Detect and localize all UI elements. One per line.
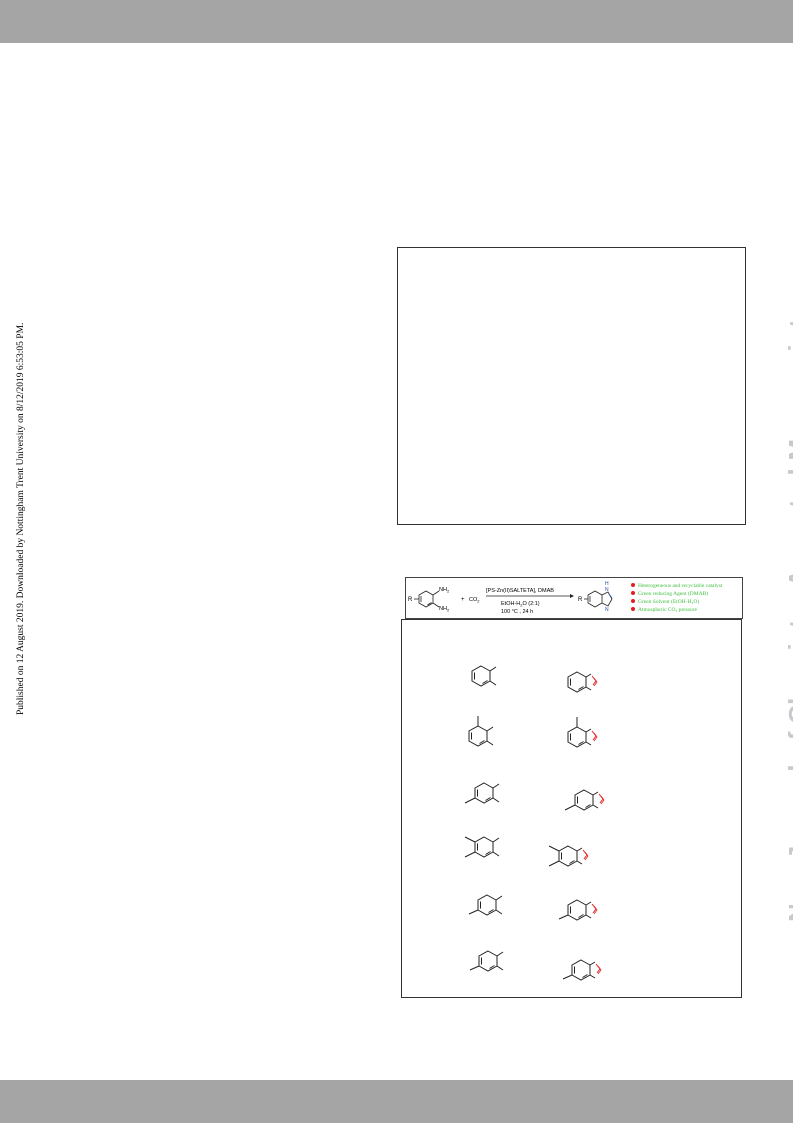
reactant-structure <box>468 716 494 747</box>
product-structure <box>558 899 598 921</box>
highlight-bullet <box>631 599 635 603</box>
top-bar <box>0 0 793 43</box>
solvent-label: EtOH-H2O (2:1) <box>501 601 540 608</box>
journal-watermark: New Journal of Chemistry Accepted Manusc… <box>783 318 793 922</box>
highlight-bullet <box>631 607 635 611</box>
conditions-label: 100 °C , 24 h <box>501 609 533 615</box>
arrow-head <box>570 594 574 598</box>
r-group-right: R <box>578 597 583 603</box>
highlight-item: Green Solvent (EtOH-H₂O) <box>638 598 699 605</box>
product-structure <box>564 789 605 811</box>
highlights-list: Heterogeneous and recyclable catalyst Gr… <box>631 583 723 613</box>
amine-top: NH2 <box>439 587 450 594</box>
imidazole-nh: H <box>605 581 609 587</box>
product-structure <box>567 671 598 693</box>
reaction-scheme: R NH2 NH2 + CO2 [PS-Zn(II)SALTETA], DMAB… <box>405 577 743 619</box>
bottom-bar <box>0 1080 793 1123</box>
highlight-item: Green reducing Agent (DMAB) <box>638 590 708 597</box>
reactant-structure <box>464 782 500 804</box>
plus-sign: + <box>461 597 465 603</box>
catalyst-label: [PS-Zn(II)SALTETA], DMAB <box>486 588 554 594</box>
reactant-structure <box>468 894 503 916</box>
highlight-bullet <box>631 591 635 595</box>
highlight-item: Atmospheric CO₂ pressure <box>638 607 698 613</box>
imidazole-n-bottom: N <box>605 607 609 613</box>
amine-bottom: NH2 <box>439 606 450 613</box>
reactant-structure <box>464 836 500 858</box>
imidazole-n-top: N <box>605 587 609 593</box>
benzimidazole-product <box>584 590 613 608</box>
reactant-structure <box>471 665 497 687</box>
diamine-reactant <box>414 590 440 608</box>
product-structure <box>562 959 602 981</box>
co2-reagent: CO2 <box>469 597 480 604</box>
reactant-structure <box>469 950 504 972</box>
substrate-table-frame <box>401 619 742 998</box>
publication-side-note: Published on 12 August 2019. Downloaded … <box>16 322 26 715</box>
product-structure <box>567 717 598 748</box>
highlight-bullet <box>631 583 635 587</box>
product-structure <box>548 845 589 867</box>
r-group-left: R <box>408 597 413 603</box>
graphic-frame-empty <box>397 247 746 525</box>
highlight-item: Heterogeneous and recyclable catalyst <box>638 583 723 589</box>
